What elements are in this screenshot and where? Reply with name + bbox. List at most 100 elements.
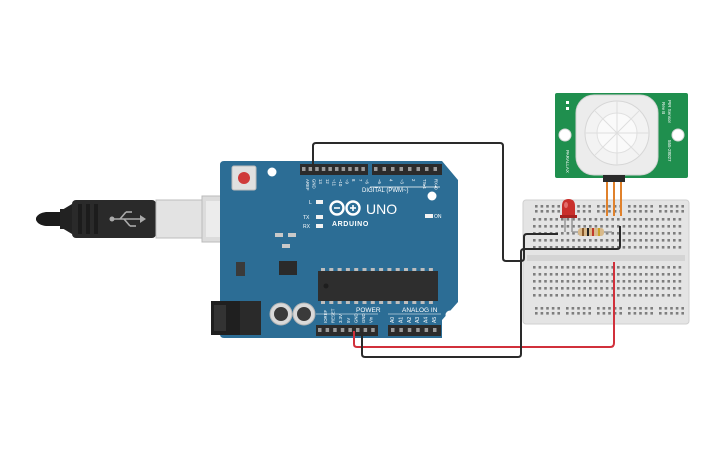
chip-pin — [354, 301, 359, 304]
breadboard-hole — [549, 246, 553, 249]
breadboard-hole — [667, 225, 670, 228]
breadboard-hole — [538, 266, 542, 269]
wires — [312, 142, 621, 358]
breadboard-hole — [617, 273, 620, 276]
breadboard-hole — [571, 312, 575, 315]
breadboard-hole — [588, 307, 591, 310]
header-hole — [399, 167, 403, 171]
breadboard-hole — [650, 312, 653, 315]
breadboard-hole — [572, 232, 575, 235]
breadboard-hole — [605, 287, 609, 290]
header-hole — [374, 167, 378, 171]
breadboard-hole — [661, 239, 665, 242]
breadboard-hole — [661, 280, 665, 283]
breadboard-hole — [678, 294, 682, 297]
analog-label: ANALOG IN — [402, 307, 438, 314]
breadboard-hole — [538, 218, 542, 221]
header-hole — [407, 328, 412, 332]
breadboard-hole — [650, 287, 654, 290]
breadboard-hole — [540, 307, 544, 310]
breadboard-hole — [650, 210, 653, 213]
breadboard-hole — [577, 210, 580, 213]
breadboard-hole — [533, 225, 536, 228]
mount-hole — [445, 310, 455, 320]
breadboard-hole — [639, 287, 642, 290]
breadboard-hole — [617, 246, 620, 249]
chip-pin — [379, 268, 384, 271]
power-pin-label: RESET — [331, 308, 336, 323]
breadboard-hole — [611, 294, 614, 297]
breadboard-hole — [661, 225, 665, 228]
breadboard-hole — [555, 280, 558, 283]
breadboard-hole — [667, 266, 670, 269]
breadboard-hole — [538, 294, 542, 297]
digital-pin-label: 2 — [411, 179, 416, 182]
digital-pin-label: 12 — [325, 179, 330, 184]
breadboard-hole — [675, 205, 679, 208]
breadboard-hole — [670, 312, 673, 315]
breadboard-hole — [613, 307, 617, 310]
breadboard-hole — [611, 246, 614, 249]
breadboard-hole — [611, 280, 614, 283]
digital-pin-label: ~3 — [400, 179, 405, 185]
breadboard-hole — [656, 266, 659, 269]
breadboard-hole — [589, 225, 592, 228]
chip-pin — [337, 268, 342, 271]
breadboard-hole — [582, 210, 586, 213]
breadboard-hole — [628, 246, 631, 249]
breadboard-hole — [577, 239, 581, 242]
breadboard-hole — [557, 210, 560, 213]
breadboard-hole — [583, 294, 586, 297]
breadboard-hole — [583, 225, 586, 228]
power-pin-label: GND — [361, 313, 366, 323]
breadboard-hole — [650, 294, 654, 297]
pir-label-rev: Rev B — [661, 102, 666, 114]
breadboard-hole — [572, 225, 575, 228]
breadboard-hole — [673, 218, 676, 221]
breadboard-hole — [572, 266, 575, 269]
breadboard-hole — [583, 287, 586, 290]
breadboard-hole — [639, 280, 642, 283]
breadboard-hole — [572, 273, 575, 276]
digital-pin-label: 7 — [358, 179, 363, 182]
analog-pin-label: A2 — [407, 317, 413, 323]
breadboard-hole — [602, 210, 606, 213]
chip-pin — [345, 268, 350, 271]
breadboard-hole — [572, 280, 575, 283]
breadboard-hole — [535, 205, 538, 208]
digital-label: DIGITAL (PWM~) — [362, 188, 409, 194]
breadboard-hole — [678, 280, 682, 283]
breadboard-hole — [544, 280, 547, 283]
chip-pin — [420, 301, 425, 304]
breadboard-hole — [597, 205, 600, 208]
reset-button[interactable] — [231, 165, 257, 191]
digital-pin-label: RX◂0 — [434, 179, 439, 190]
breadboard-hole — [613, 205, 617, 208]
breadboard-hole — [544, 218, 547, 221]
breadboard-hole — [566, 232, 570, 235]
breadboard-hole — [678, 239, 682, 242]
breadboard-hole — [611, 273, 614, 276]
breadboard-hole — [571, 307, 575, 310]
breadboard-hole — [659, 210, 662, 213]
breadboard-hole — [533, 294, 536, 297]
breadboard-hole — [557, 312, 560, 315]
breadboard-hole — [566, 294, 570, 297]
chip-pin — [321, 268, 325, 271]
chip-pin — [387, 268, 392, 271]
header-hole — [333, 328, 337, 332]
breadboard-hole — [594, 280, 598, 283]
header-hole — [433, 167, 437, 171]
analog-pin-label: A1 — [398, 317, 404, 323]
breadboard-hole — [594, 273, 598, 276]
breadboard-hole — [540, 312, 544, 315]
breadboard-hole — [645, 232, 648, 235]
led-l-label: L — [309, 200, 312, 206]
breadboard-hole — [678, 218, 682, 221]
breadboard-hole — [533, 287, 536, 290]
breadboard-hole — [633, 273, 637, 276]
header-hole — [425, 167, 429, 171]
breadboard-hole — [608, 312, 611, 315]
